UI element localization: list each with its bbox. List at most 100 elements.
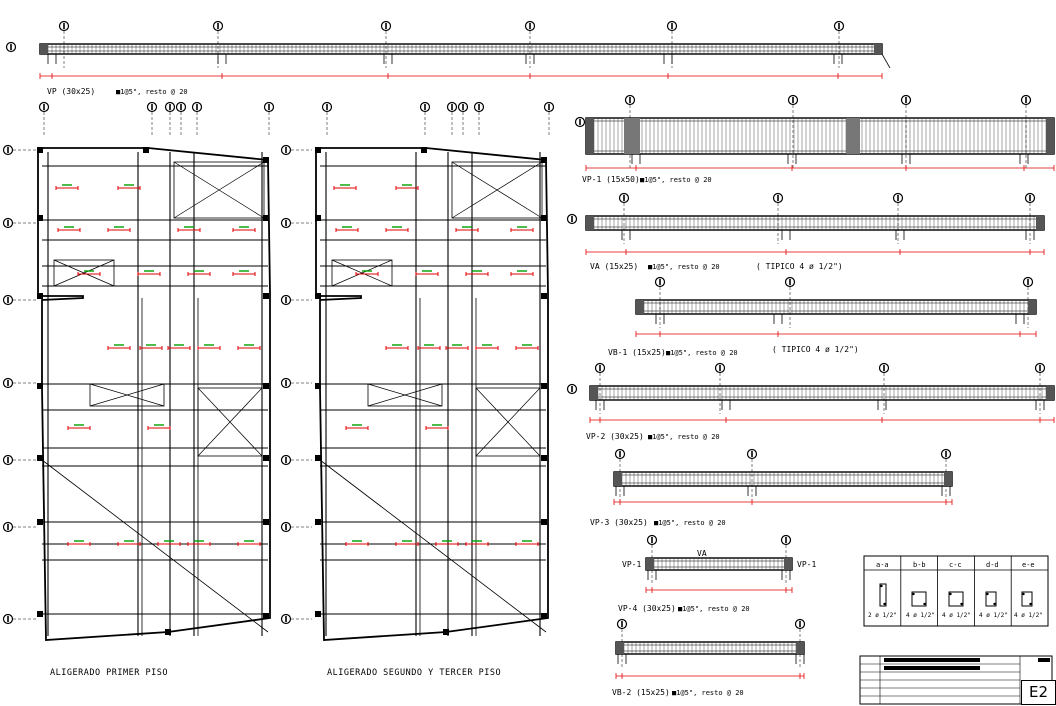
title-bar — [884, 666, 980, 670]
beam-label-vb2: VB-2 (15x25) — [612, 688, 670, 697]
support-hatch — [590, 386, 598, 400]
column — [37, 519, 43, 525]
support-hatch — [1028, 300, 1036, 314]
column — [541, 157, 547, 163]
column — [443, 629, 449, 635]
rebar-dot — [883, 602, 886, 606]
column — [315, 147, 321, 153]
support-hatch — [40, 44, 48, 54]
opening-cross — [475, 387, 541, 457]
rebar-dot — [1022, 592, 1025, 596]
beam-va-typical-note: ( TIPICO 4 ø 1/2") — [756, 262, 843, 271]
support-hatch — [874, 44, 882, 54]
column — [37, 611, 43, 617]
section-header-b: b-b — [913, 561, 926, 569]
sheet-code: E2 — [1021, 680, 1056, 705]
opening — [475, 387, 541, 457]
support-hatch — [1046, 118, 1054, 154]
column — [165, 629, 171, 635]
opening-cross — [331, 259, 393, 287]
opening-cross — [173, 161, 265, 219]
beam-label-vp2: VP-2 (30x25) — [586, 432, 644, 441]
section-rebar-e: 4 ø 1/2" — [1014, 612, 1043, 619]
plan-outline — [315, 147, 549, 641]
section-profile — [1021, 591, 1033, 607]
beam-elevation — [615, 641, 805, 679]
plan-outline — [37, 147, 271, 641]
plan-title-second-third-floor: ALIGERADO SEGUNDO Y TERCER PISO — [327, 668, 502, 678]
beam-elevation — [613, 471, 953, 505]
column — [315, 215, 321, 221]
vp-leader — [881, 53, 891, 69]
floor-plans — [37, 147, 549, 641]
opening-cross — [89, 383, 165, 407]
column — [37, 383, 43, 389]
beam-elevation — [589, 385, 1055, 423]
column — [315, 611, 321, 617]
vp4-tag-mid: VA — [697, 549, 707, 558]
beam-elevation — [645, 557, 793, 593]
section-header-d: d-d — [986, 561, 999, 569]
support-hatch — [646, 558, 654, 570]
beam-outline — [39, 43, 883, 55]
beam-label-vp: VP (30x25) — [47, 87, 96, 96]
vp4-tag-left: VP-1 — [622, 560, 642, 569]
beam-label-vp3: VP-3 (30x25) — [590, 518, 648, 527]
column — [541, 215, 547, 221]
rebar-dot — [923, 602, 926, 606]
opening — [53, 259, 115, 287]
column — [37, 215, 43, 221]
column — [315, 383, 321, 389]
beam-elevation — [585, 117, 1055, 171]
beam-note-vp: ■1@5", resto @ 20 — [116, 88, 188, 96]
section-profile — [879, 583, 887, 607]
column — [37, 455, 43, 461]
beam-note-vb2: ■1@5", resto @ 20 — [672, 689, 744, 697]
opening — [451, 161, 543, 219]
stair-diagonal — [319, 459, 547, 633]
beam-note-vp2: ■1@5", resto @ 20 — [648, 433, 720, 441]
section-profile — [948, 591, 964, 607]
beam-label-vp4: VP-4 (30x25) — [618, 604, 676, 613]
section-header-c: c-c — [949, 561, 962, 569]
support-hatch — [796, 642, 804, 654]
opening — [367, 383, 443, 407]
beam-elevation — [39, 43, 883, 79]
column — [541, 613, 547, 619]
section-header-a: a-a — [876, 561, 889, 569]
column — [421, 147, 427, 153]
beam-outline — [613, 471, 953, 487]
column — [263, 157, 269, 163]
beam-note-vp4: ■1@5", resto @ 20 — [678, 605, 750, 613]
rebar-dot — [1029, 602, 1032, 606]
support-hatch — [586, 118, 594, 154]
column — [315, 293, 321, 299]
beam-outline — [615, 641, 805, 655]
rebar-dot — [912, 592, 915, 596]
opening-cross — [197, 387, 263, 457]
beam-note-vp1: ■1@5", resto @ 20 — [640, 176, 712, 184]
support-hatch — [1046, 386, 1054, 400]
plan-title-first-floor: ALIGERADO PRIMER PISO — [50, 668, 168, 678]
rebar-dot — [986, 592, 989, 596]
rebar-dot — [993, 602, 996, 606]
section-rebar-d: 4 ø 1/2" — [979, 612, 1008, 619]
beam-label-vb1: VB-1 (15x25) — [608, 348, 666, 357]
rebar-dot — [960, 602, 963, 606]
opening — [197, 387, 263, 457]
column — [37, 147, 43, 153]
opening — [89, 383, 165, 407]
column — [315, 519, 321, 525]
column — [37, 293, 43, 299]
beam-outline — [585, 215, 1045, 231]
column — [541, 519, 547, 525]
vp1-hatch — [624, 118, 640, 154]
column — [263, 613, 269, 619]
rebar-dot — [880, 584, 883, 588]
section-rebar-a: 2 ø 1/2" — [868, 612, 897, 619]
beam-vb1-typical-note: ( TIPICO 4 ø 1/2") — [772, 345, 859, 354]
column — [263, 519, 269, 525]
support-hatch — [616, 642, 624, 654]
plan-second-third-floor — [315, 147, 549, 641]
